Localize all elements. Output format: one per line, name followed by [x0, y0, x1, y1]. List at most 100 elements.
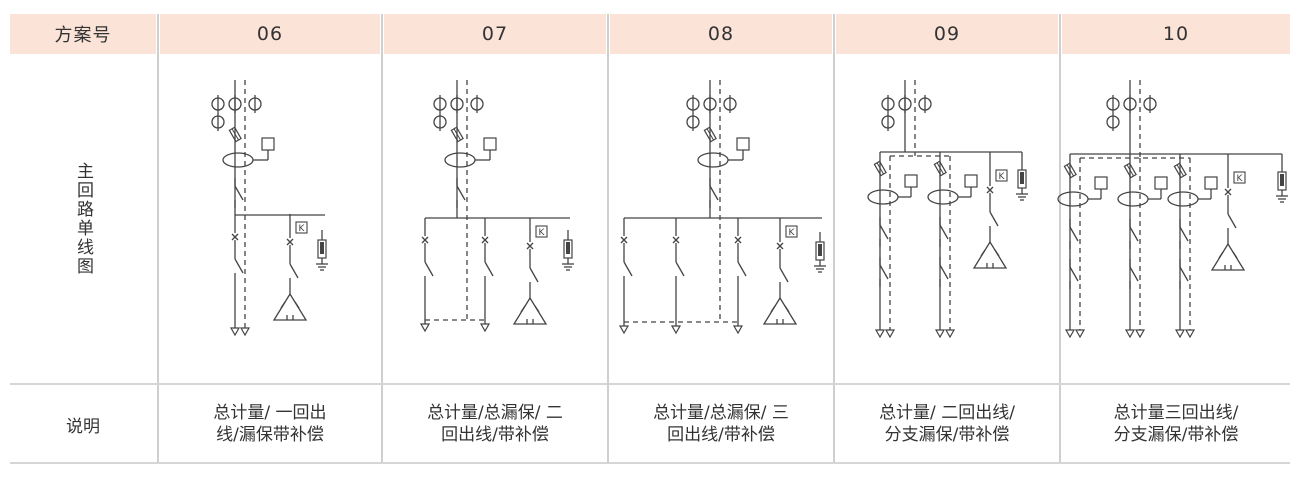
capacitor-bank	[512, 296, 548, 325]
meter-box	[995, 169, 1008, 182]
meter-box-label: K	[999, 172, 1006, 182]
leakage-sensor	[1057, 191, 1089, 207]
phase-line	[737, 261, 747, 277]
phase-line	[770, 305, 776, 313]
capacitor-bank	[1210, 242, 1246, 271]
phase-line	[424, 261, 434, 277]
phase-line	[1218, 251, 1224, 259]
phase-line	[980, 249, 986, 257]
phase-line	[534, 305, 540, 313]
phase-line	[526, 242, 534, 250]
outgoing-arrow	[1064, 329, 1076, 339]
outgoing-arrow	[479, 323, 491, 333]
fuse-symbol	[228, 126, 242, 143]
phase-line	[675, 261, 685, 277]
header-scheme-08: 08	[610, 14, 832, 54]
phase-line	[1227, 213, 1237, 229]
phase-line	[709, 185, 719, 201]
row-label-diagram: 主回路单线图	[73, 162, 93, 276]
leakage-sensor	[222, 152, 254, 168]
phase-line	[879, 224, 889, 240]
meter-box-label: K	[789, 228, 796, 238]
description-09: 总计量/ 二回出线/ 分支漏保/带补偿	[879, 403, 1015, 445]
leakage-sensor	[697, 152, 729, 168]
header-scheme-06: 06	[160, 14, 380, 54]
description-08: 总计量/总漏保/ 三 回出线/带补偿	[653, 403, 789, 445]
phase-line	[484, 261, 494, 277]
relay-box	[1094, 176, 1108, 190]
grid-line	[381, 14, 383, 462]
meter-box	[785, 225, 798, 238]
relay-box	[1204, 176, 1218, 190]
grid-line	[157, 14, 159, 462]
fuse-symbol	[1063, 162, 1077, 179]
phase-line	[734, 236, 742, 244]
phase-line	[623, 261, 633, 277]
fuse-symbol	[450, 126, 464, 143]
outgoing-arrow	[1184, 329, 1196, 339]
phase-line	[520, 305, 526, 313]
outgoing-arrow	[934, 329, 946, 339]
relay-box	[904, 174, 918, 188]
header-scheme-10: 10	[1062, 14, 1290, 54]
grid-line	[10, 383, 1290, 385]
fuse-symbol	[873, 160, 887, 177]
phase-line	[421, 236, 429, 244]
surge-arrester-core	[1280, 174, 1284, 186]
relay-box	[736, 137, 750, 151]
header-label: 方案号	[10, 14, 156, 54]
meter-box	[535, 225, 548, 238]
outgoing-arrow	[884, 329, 896, 339]
phase-line	[1129, 226, 1139, 242]
relay-box	[483, 137, 497, 151]
phase-line	[879, 264, 889, 280]
meter-box	[1233, 171, 1246, 184]
outgoing-arrow	[1134, 329, 1146, 339]
phase-line	[234, 185, 244, 201]
description-06: 总计量/ 一回出 线/漏保带补偿	[213, 403, 327, 445]
phase-line	[986, 186, 994, 194]
surge-arrester-core	[818, 244, 822, 256]
phase-line	[481, 236, 489, 244]
relay-box	[261, 137, 275, 151]
outgoing-arrow	[618, 325, 630, 335]
phase-line	[1179, 266, 1189, 282]
row-label-description: 说明	[66, 416, 100, 437]
phase-line	[1179, 226, 1189, 242]
fuse-symbol	[1123, 162, 1137, 179]
fuse-symbol	[703, 126, 717, 143]
outgoing-arrow	[670, 325, 682, 335]
outgoing-arrow	[419, 323, 431, 333]
phase-line	[672, 236, 680, 244]
grid-line	[10, 462, 1290, 464]
outgoing-arrow	[229, 327, 241, 337]
meter-box-label: K	[539, 228, 546, 238]
phase-line	[289, 263, 299, 279]
phase-line	[779, 267, 789, 283]
phase-line	[939, 264, 949, 280]
phase-line	[994, 249, 1000, 257]
description-07: 总计量/总漏保/ 二 回出线/带补偿	[427, 403, 563, 445]
capacitor-bank	[972, 240, 1008, 269]
outgoing-arrow	[1124, 329, 1136, 339]
outgoing-arrow	[874, 329, 886, 339]
meter-box-label: K	[1237, 174, 1244, 184]
phase-line	[620, 236, 628, 244]
outgoing-arrow	[1074, 329, 1086, 339]
header-scheme-09: 09	[836, 14, 1058, 54]
surge-arrester-core	[1020, 172, 1024, 184]
phase-line	[1232, 251, 1238, 259]
grid-line	[1059, 14, 1061, 462]
phase-line	[989, 211, 999, 227]
meter-box-label: K	[299, 224, 306, 234]
phase-line	[1069, 226, 1079, 242]
outgoing-arrow	[1174, 329, 1186, 339]
phase-line	[1129, 266, 1139, 282]
leakage-sensor	[867, 189, 899, 205]
fuse-symbol	[1173, 162, 1187, 179]
phase-line	[776, 242, 784, 250]
meter-box	[295, 221, 308, 234]
outgoing-arrow	[732, 325, 744, 335]
